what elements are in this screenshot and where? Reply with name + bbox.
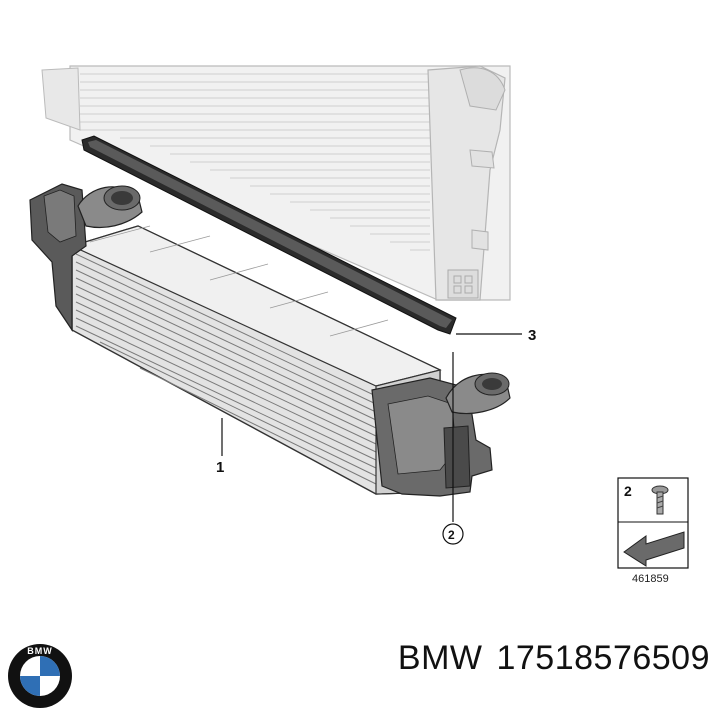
callout-label-1: 1 [216,459,224,476]
bmw-logo-text: BMW [27,646,53,656]
screw-icon [651,485,669,515]
intercooler [29,183,511,497]
brand-part-caption: BMW 17518576509 [398,636,710,680]
callout-lines [221,333,522,522]
seal-strip [81,135,457,335]
radiator [41,65,511,301]
legend-box [617,477,689,569]
bmw-logo: BMW [8,644,72,708]
callout-label-2: 2 [448,528,455,542]
brand-name: BMW [397,639,483,677]
callout-circle-2 [442,523,464,545]
direction-arrow-icon [623,531,685,567]
reference-number: 461859 [632,573,669,585]
callout-label-3: 3 [528,327,536,344]
legend-item-number: 2 [624,483,632,499]
part-number: 17518576509 [496,639,710,677]
